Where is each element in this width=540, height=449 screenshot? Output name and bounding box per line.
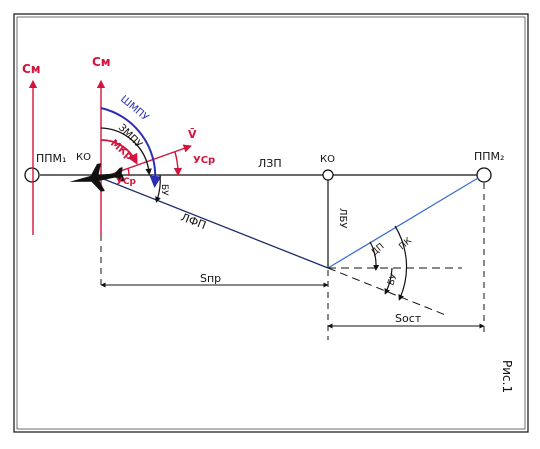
dashed-extension-lfp bbox=[327, 267, 449, 317]
lfp-line bbox=[100, 177, 329, 269]
usr-arc-bottom bbox=[127, 167, 130, 177]
label-spr: Sпр bbox=[200, 272, 221, 285]
label-lbu: ЛБУ bbox=[337, 208, 348, 228]
label-bu-right: БУ bbox=[386, 272, 400, 287]
label-usr-bottom: УСр bbox=[116, 177, 137, 187]
usr-arc-top bbox=[173, 151, 183, 177]
label-dp: ДП bbox=[370, 242, 387, 259]
figure-caption: Рис.1 bbox=[500, 360, 514, 393]
outer-frame bbox=[13, 13, 529, 433]
label-ppm1: ППМ₁ bbox=[36, 152, 66, 165]
label-pk: ПК bbox=[398, 236, 415, 253]
label-ko-left: КО bbox=[76, 152, 91, 163]
ppm1-circle bbox=[24, 167, 40, 183]
zmpu-arc bbox=[100, 127, 152, 176]
label-sost: Sост bbox=[395, 312, 422, 325]
label-lfp: ЛФП bbox=[179, 211, 208, 232]
label-v: V̄ bbox=[188, 128, 197, 141]
label-shmpu: ШМПУ bbox=[118, 94, 150, 124]
label-cm-mid: См bbox=[92, 55, 111, 69]
pk-arc bbox=[394, 225, 408, 301]
ppm2-circle bbox=[476, 167, 492, 183]
label-ppm2: ППМ₂ bbox=[474, 150, 504, 163]
label-cm-left: См bbox=[22, 62, 41, 76]
label-bu-left: БУ bbox=[159, 184, 169, 196]
wind-vector bbox=[100, 144, 192, 179]
bu-arc-left bbox=[155, 174, 161, 203]
label-ko-mid: КО bbox=[320, 154, 335, 165]
aircraft-icon bbox=[69, 163, 125, 192]
dp-arc bbox=[369, 241, 380, 271]
shmpu-arc bbox=[100, 107, 162, 188]
inner-frame bbox=[16, 16, 526, 430]
label-lzp: ЛЗП bbox=[258, 157, 282, 170]
label-usr-top: УСр bbox=[193, 155, 215, 166]
track-to-ppm2 bbox=[327, 177, 479, 269]
ko-mid-circle bbox=[322, 169, 334, 181]
mkr-arc bbox=[100, 139, 138, 165]
bu-arc-right bbox=[384, 267, 393, 295]
